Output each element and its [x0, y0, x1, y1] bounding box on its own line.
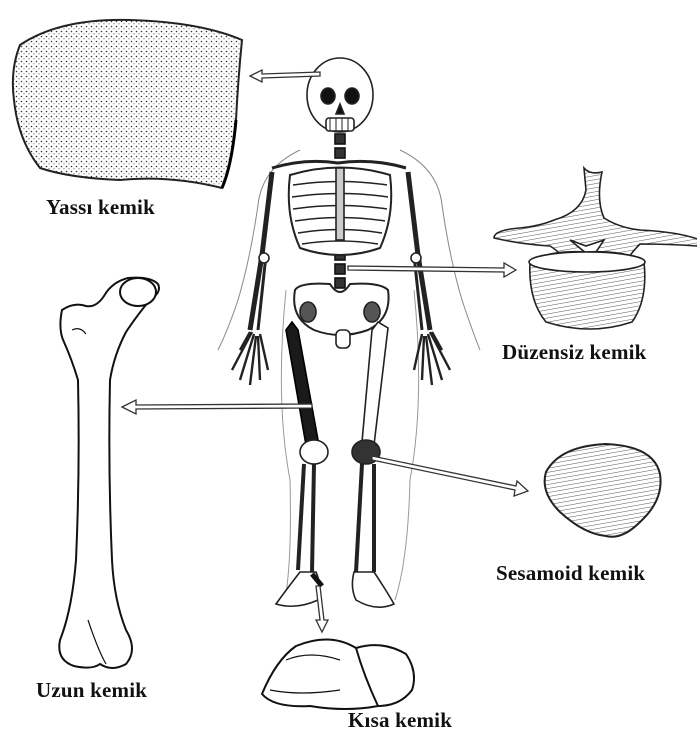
sesamoid-bone-label: Sesamoid kemik — [496, 561, 645, 586]
irregular-bone-illustration — [494, 168, 697, 329]
long-bone-illustration — [59, 278, 159, 668]
irregular-bone-label: Düzensiz kemik — [502, 340, 647, 365]
flat-bone-label: Yassı kemik — [46, 195, 155, 220]
short-bone-label: Kısa kemik — [348, 708, 452, 733]
flat-bone-illustration — [13, 20, 242, 188]
short-bone-illustration — [262, 639, 414, 709]
sesamoid-bone-illustration — [545, 444, 661, 537]
long-bone-label: Uzun kemik — [36, 678, 147, 703]
human-skeleton-illustration — [218, 58, 480, 607]
